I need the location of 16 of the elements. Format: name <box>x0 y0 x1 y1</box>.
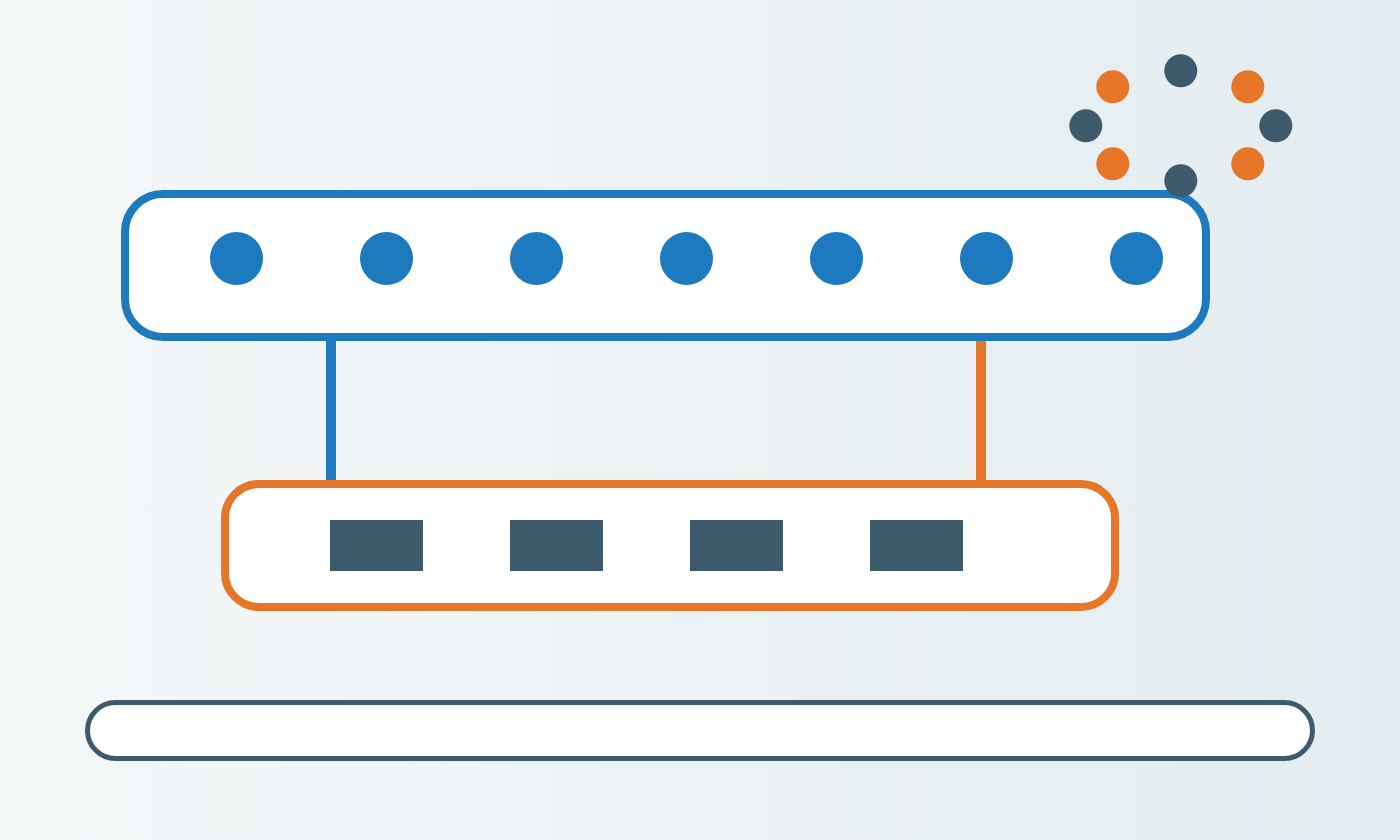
dot <box>1110 232 1163 285</box>
rounded-panel <box>221 480 1119 611</box>
dot <box>360 232 413 285</box>
block <box>870 520 963 571</box>
block <box>690 520 783 571</box>
dot <box>960 232 1013 285</box>
rounded-panel <box>121 190 1210 341</box>
dot <box>660 232 713 285</box>
rounded-bar <box>85 700 1315 761</box>
dot <box>210 232 263 285</box>
connector-line <box>326 341 336 480</box>
dot <box>510 232 563 285</box>
block <box>330 520 423 571</box>
block <box>510 520 603 571</box>
connector-line <box>976 341 986 480</box>
dot <box>810 232 863 285</box>
